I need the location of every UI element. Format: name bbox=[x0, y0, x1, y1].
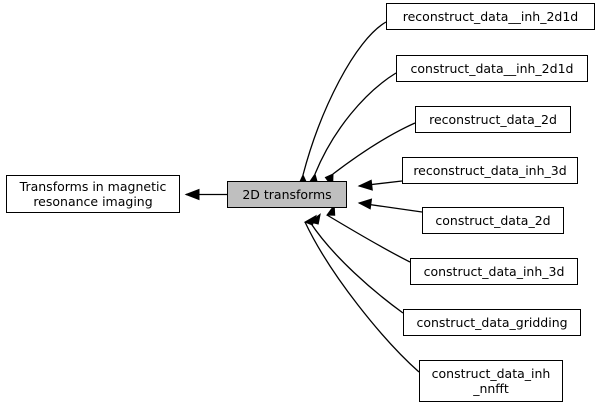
edge-center-to-root bbox=[184, 188, 227, 201]
edge-reconstruct-data-inh-3d bbox=[357, 179, 403, 191]
node-construct-data-inh-nnfft[interactable]: construct_data_inh _nnfft bbox=[419, 360, 563, 402]
node-construct-data-2d[interactable]: construct_data_2d bbox=[422, 207, 564, 234]
node-label-construct-data-2d: construct_data_2d bbox=[435, 213, 551, 228]
edge-construct-data-inh-3d bbox=[326, 203, 411, 263]
node-construct-data-inh-2d1d[interactable]: construct_data__inh_2d1d bbox=[396, 55, 588, 82]
node-construct-data-gridding[interactable]: construct_data_gridding bbox=[403, 309, 581, 336]
edge-reconstruct-data-2d-line bbox=[332, 122, 416, 175]
node-reconstruct-data-2d[interactable]: reconstruct_data_2d bbox=[415, 106, 571, 133]
node-label-2d-transforms: 2D transforms bbox=[242, 187, 332, 202]
node-label-construct-data-inh-nnfft: construct_data_inh _nnfft bbox=[431, 366, 551, 396]
edge-construct-data-2d-arrowhead-icon bbox=[357, 198, 373, 210]
edge-construct-data-gridding bbox=[308, 213, 404, 314]
edge-construct-data-inh-3d-line bbox=[326, 214, 411, 263]
node-reconstruct-data-inh-3d[interactable]: reconstruct_data_inh_3d bbox=[402, 157, 578, 184]
edge-reconstruct-data-inh-2d1d-line bbox=[302, 21, 387, 176]
node-construct-data-inh-3d[interactable]: construct_data_inh_3d bbox=[410, 258, 578, 285]
edge-center-to-root-arrowhead-icon bbox=[184, 188, 200, 201]
node-label-reconstruct-data-inh-3d: reconstruct_data_inh_3d bbox=[413, 163, 567, 178]
node-2d-transforms[interactable]: 2D transforms bbox=[227, 181, 347, 208]
node-label-reconstruct-data-inh-2d1d: reconstruct_data__inh_2d1d bbox=[402, 9, 579, 24]
node-label-construct-data-gridding: construct_data_gridding bbox=[416, 315, 568, 330]
edge-construct-data-inh-nnfft bbox=[303, 214, 420, 373]
edge-construct-data-inh-nnfft-arrowhead-icon bbox=[303, 214, 317, 226]
node-label-reconstruct-data-2d: reconstruct_data_2d bbox=[429, 112, 557, 127]
edge-construct-data-gridding-line bbox=[309, 221, 404, 314]
edge-construct-data-inh-nnfft-line bbox=[304, 221, 420, 373]
edge-construct-data-inh-2d1d bbox=[308, 72, 397, 188]
node-label-construct-data-inh-3d: construct_data_inh_3d bbox=[423, 264, 565, 279]
edge-construct-data-2d bbox=[357, 198, 423, 213]
edge-reconstruct-data-inh-3d-arrowhead-icon bbox=[357, 179, 373, 191]
node-reconstruct-data-inh-2d1d[interactable]: reconstruct_data__inh_2d1d bbox=[386, 3, 595, 30]
node-label-construct-data-inh-2d1d: construct_data__inh_2d1d bbox=[410, 61, 574, 76]
edge-reconstruct-data-inh-2d1d bbox=[297, 21, 387, 189]
edge-construct-data-inh-2d1d-line bbox=[314, 72, 397, 175]
node-transforms-in-mri[interactable]: Transforms in magnetic resonance imaging bbox=[6, 175, 180, 213]
node-label-transforms-in-mri: Transforms in magnetic resonance imaging bbox=[19, 179, 167, 209]
